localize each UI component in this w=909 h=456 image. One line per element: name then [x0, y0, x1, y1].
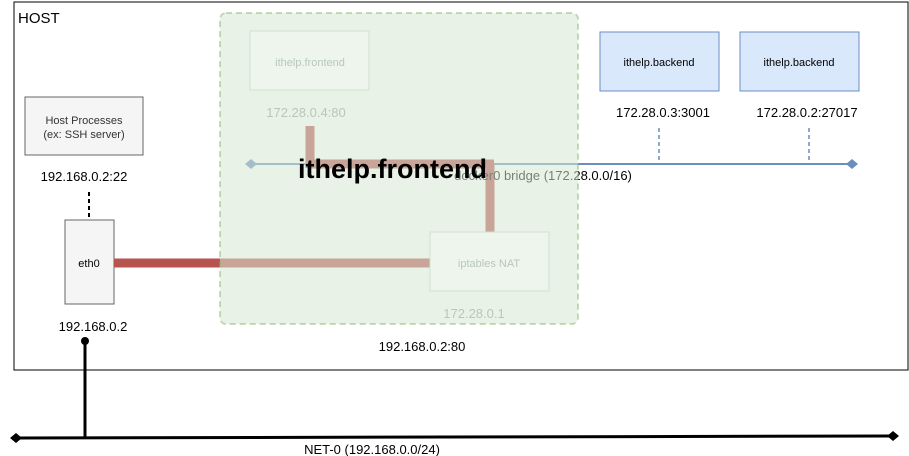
- host-title: HOST: [18, 10, 60, 27]
- net0-left-end: [10, 433, 22, 443]
- bridge-right-end: [846, 159, 858, 169]
- backend-address-1: 172.28.0.3:3001: [616, 105, 710, 120]
- host-processes-box: [24, 96, 144, 156]
- net0-line: [15, 434, 894, 440]
- frontend-address: 172.28.0.4:80: [266, 105, 346, 120]
- eth0-address: 192.168.0.2: [59, 319, 128, 334]
- backend-box-2: [739, 31, 860, 92]
- net0-right-end: [887, 431, 899, 441]
- frontend-box: [249, 30, 370, 91]
- host-processes-line1: Host Processes: [45, 115, 123, 127]
- frontend-heading: ithelp.frontend: [298, 154, 487, 184]
- eth0-label: eth0: [78, 258, 99, 270]
- backend-label-1: ithelp.backend: [624, 57, 695, 69]
- backend-address-2: 172.28.0.2:27017: [756, 105, 857, 120]
- nat-label: iptables NAT: [458, 258, 520, 270]
- eth0-box: [64, 219, 115, 305]
- nat-box: [429, 231, 550, 292]
- ssh-address: 192.168.0.2:22: [41, 169, 128, 184]
- frontend-overlay: [219, 12, 579, 325]
- net0-label: NET-0 (192.168.0.0/24): [304, 442, 440, 456]
- host-port-address: 192.168.0.2:80: [379, 339, 466, 354]
- host-processes-line2: (ex: SSH server): [43, 129, 124, 141]
- backend-box-1: [599, 31, 720, 92]
- nat-address: 172.28.0.1: [443, 306, 504, 321]
- frontend-box-label: ithelp.frontend: [275, 57, 345, 69]
- backend-label-2: ithelp.backend: [764, 57, 835, 69]
